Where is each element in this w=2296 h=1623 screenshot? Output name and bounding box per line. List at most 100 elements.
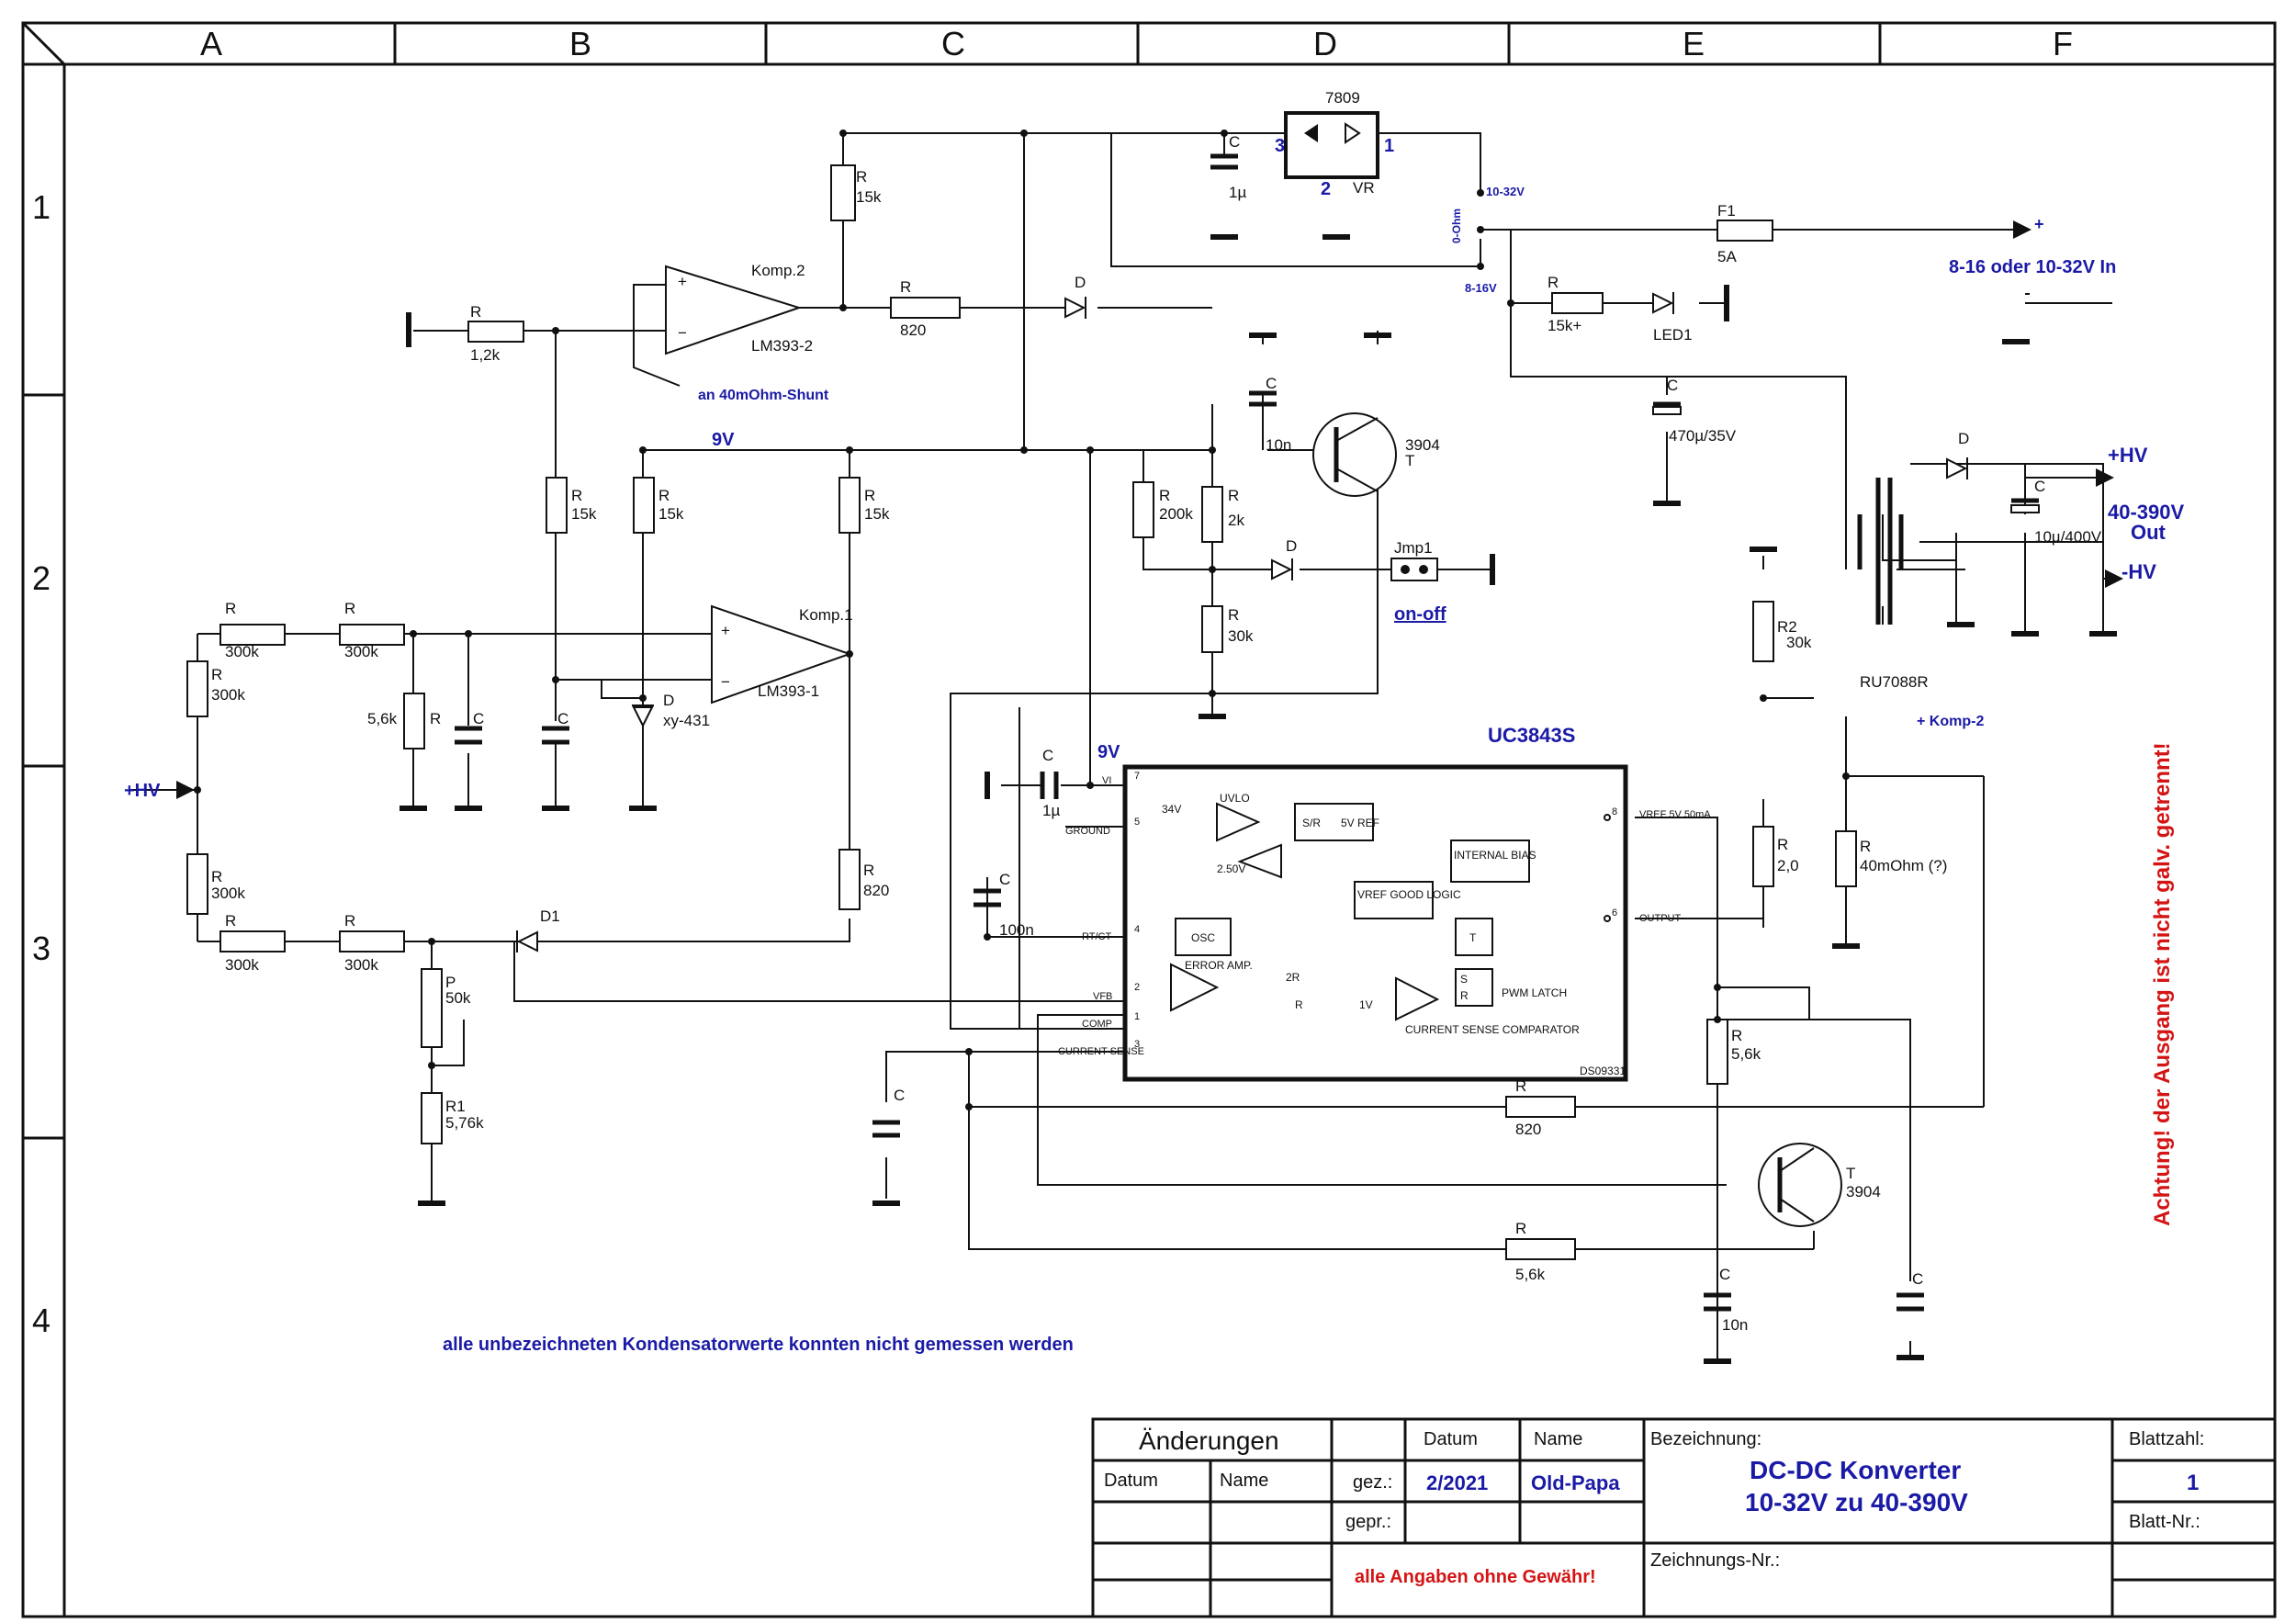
resistor-r15k-c xyxy=(838,477,861,534)
tr-top-name: 3904 xyxy=(1405,436,1440,454)
capacitor-note: alle unbezeichneten Kondensatorwerte kon… xyxy=(443,1335,1074,1355)
out-shunt: R xyxy=(1860,838,1871,855)
slope-rc-value: 5,6k xyxy=(1515,1266,1546,1283)
hv-r2-value: 300k xyxy=(344,643,378,660)
row-label-4: 4 xyxy=(32,1302,51,1339)
resistor-r1k2 xyxy=(467,321,524,343)
slope-ra-value: 5,6k xyxy=(1731,1045,1761,1063)
capacitor-symbols xyxy=(455,153,2039,1312)
block-internal-bias: INTERNAL BIAS xyxy=(1454,849,1536,862)
input-label: 8-16 oder 10-32V In xyxy=(1949,257,2116,277)
switch-lower: 8-16V xyxy=(1465,281,1497,295)
tr-top-r3: R xyxy=(1228,606,1239,624)
led-r-label: R xyxy=(1548,274,1559,291)
input-plus: + xyxy=(2034,215,2044,233)
block-2v50: 2.50V xyxy=(1217,862,1245,875)
block-rr: R xyxy=(1460,989,1469,1002)
resistor-r5k6-a xyxy=(1706,1019,1728,1085)
resistor-gate-2r0 xyxy=(1752,826,1774,887)
svg-text:−: − xyxy=(678,324,687,342)
hv-out: Out xyxy=(2131,521,2167,544)
slope-transistor-type: 3904 xyxy=(1846,1183,1881,1200)
jumper-jmp1 xyxy=(1390,558,1438,581)
transistor-symbols xyxy=(1312,412,1842,1227)
hv-r2-label: R xyxy=(344,600,355,617)
bulk-c-label: C xyxy=(1667,377,1678,394)
ground-symbols xyxy=(400,234,2117,1364)
uc-cin: C xyxy=(1042,747,1053,764)
slope-ra: R xyxy=(1731,1027,1742,1044)
hv-input: +HV xyxy=(124,781,161,801)
out-diode: D xyxy=(1958,430,1969,447)
slope-rc: R xyxy=(1515,1220,1526,1237)
resistor-r300k-1 xyxy=(219,624,286,646)
komp2-pull-value: 15k xyxy=(856,188,882,206)
hv-r3-value: 300k xyxy=(211,686,245,704)
row-label-2: 2 xyxy=(32,559,51,597)
komp1-ra-label: R xyxy=(571,487,582,504)
block-s: S xyxy=(1460,973,1468,986)
komp2-rin-label: R xyxy=(470,303,481,321)
c-in-value: 1µ xyxy=(1229,184,1246,201)
block-t: T xyxy=(1469,931,1477,944)
komp2-rin-value: 1,2k xyxy=(470,346,501,364)
tb-changes: Änderungen xyxy=(1139,1426,1279,1455)
hv-r3-label: R xyxy=(211,666,222,683)
electrolytic-10u xyxy=(2010,504,2040,513)
slope-c2: C xyxy=(1912,1270,1923,1288)
resistor-r30k xyxy=(1201,605,1223,653)
tb-designation-2: 10-32V zu 40-390V xyxy=(1745,1488,1968,1516)
block-sr: S/R xyxy=(1302,817,1321,829)
block-current-sense: CURRENT SENSE COMPARATOR xyxy=(1405,1023,1580,1036)
block-r: R xyxy=(1295,998,1303,1011)
jumper-label: on-off xyxy=(1394,604,1446,625)
tb-sheets-label: Blattzahl: xyxy=(2129,1429,2204,1449)
hv-r6-value: 300k xyxy=(344,956,378,974)
komp2-rout-value: 820 xyxy=(900,321,926,339)
tr-top-type: T xyxy=(1405,452,1414,469)
slope-c1-value: 10n xyxy=(1722,1316,1748,1334)
electrolytic-470u xyxy=(1652,406,1682,415)
pin-num-4: 4 xyxy=(1134,924,1140,935)
hv-r4-label: R xyxy=(211,868,222,885)
komp2-opamp xyxy=(665,265,803,355)
hv-minus: -HV xyxy=(2122,560,2156,583)
resistor-r300k-5 xyxy=(219,930,286,952)
svg-text:+: + xyxy=(678,273,687,290)
resistor-r300k-6 xyxy=(339,930,405,952)
komp1-ra-value: 15k xyxy=(571,505,597,523)
fuse-name: F1 xyxy=(1717,202,1736,220)
block-zener: 34V xyxy=(1162,803,1181,816)
column-label-f: F xyxy=(2053,25,2073,62)
komp1-opamp xyxy=(711,604,853,704)
resistor-r200k xyxy=(1132,481,1154,538)
hv-pot-value: 50k xyxy=(445,989,471,1007)
komp2-type: LM393-2 xyxy=(751,337,813,355)
tr-top-r2-value: 2k xyxy=(1228,512,1244,529)
komp2-name: Komp.2 xyxy=(751,262,805,279)
komp1-name: Komp.1 xyxy=(799,606,853,624)
diode-symbols xyxy=(516,292,1968,952)
opamp-symbols xyxy=(665,265,853,704)
svg-text:+: + xyxy=(721,622,730,639)
pin-num-2: 2 xyxy=(1134,982,1140,993)
column-label-a: A xyxy=(200,25,222,62)
block-2r: 2R xyxy=(1286,971,1300,984)
tb-designation-label: Bezeichnung: xyxy=(1650,1429,1761,1449)
tb-checked: gepr.: xyxy=(1345,1512,1391,1532)
uc-cin-value: 1µ xyxy=(1042,802,1060,819)
komp2-tap: + Komp-2 xyxy=(1917,714,1984,729)
resistor-r5k6-div xyxy=(403,693,425,750)
pin-rtct: RT/CT xyxy=(1082,931,1111,942)
resistor-led xyxy=(1551,292,1604,314)
transformer-symbol xyxy=(1857,478,1904,625)
out-rgate: R xyxy=(1777,836,1788,853)
block-uvlo: UVLO xyxy=(1220,792,1250,805)
pin-num-3: 3 xyxy=(1134,1039,1140,1050)
hv-rfix: R1 xyxy=(445,1098,466,1115)
out-r2-value: 30k xyxy=(1786,634,1812,651)
komp1-ref: D xyxy=(663,692,674,709)
resistor-r1-5k76 xyxy=(421,1092,443,1144)
hv-rfix-value: 5,76k xyxy=(445,1114,484,1132)
